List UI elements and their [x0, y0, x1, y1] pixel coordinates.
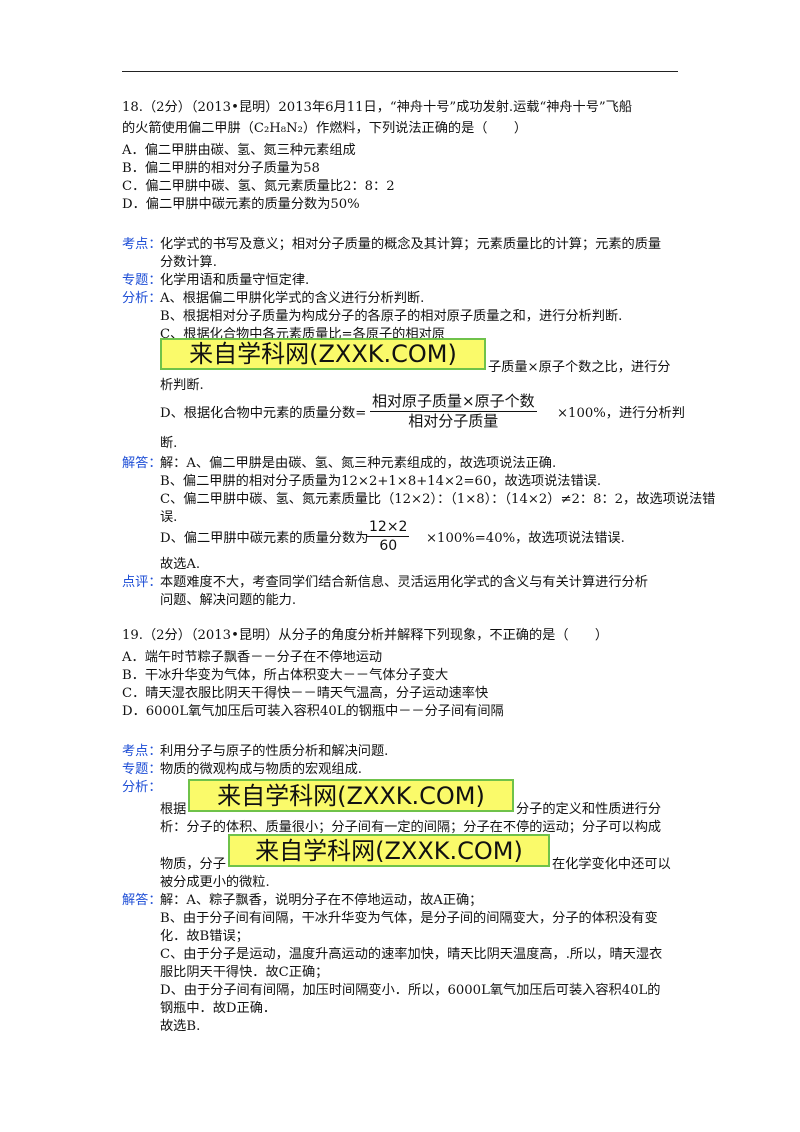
q18-fenxi-a: A、根据偏二甲肼化学式的含义进行分析判断. — [160, 291, 425, 306]
q18-fenxi-b: B、根据相对分子质量为构成分子的各原子的相对原子质量之和，进行分析判断. — [160, 309, 623, 324]
q19-jieda-c: C、由于分子是运动，温度升高运动的速率加快，晴天比阴天温度高，.所以，晴天湿衣 — [160, 947, 663, 962]
carbon-fraction-formula: 12×2 60 — [367, 518, 410, 555]
q19-option-b: B．干冰升华变为气体，所占体积变大－－气体分子变大 — [122, 668, 449, 683]
q19-stem: 19.（2分）（2013•昆明）从分子的角度分析并解释下列现象，不正确的是（ ） — [122, 628, 609, 643]
q19-fenxi-post3: 在化学变化中还可以 — [552, 857, 671, 872]
q19-jieda-d: D、由于分子间有间隔，加压时间隔变小．所以，6000L氧气加压后可装入容积40L… — [160, 983, 661, 998]
q19-fenxi-post1: 分子的定义和性质进行分 — [516, 802, 662, 817]
carbon-denominator: 60 — [379, 538, 398, 554]
q19-jieda-b-tail: 化．故B错误； — [160, 929, 249, 944]
q18-option-d: D．偏二甲肼中碳元素的质量分数为50% — [122, 197, 360, 212]
q19-jieda-label: 解答： — [122, 893, 162, 908]
q18-fenxi-label: 分析： — [122, 291, 162, 306]
q18-stem-line2: 的火箭使用偏二甲肼（C₂H₈N₂）作燃料，下列说法正确的是（ ） — [122, 121, 528, 136]
watermark-banner: 来自学科网(ZXXK.COM) — [228, 834, 550, 867]
q18-fenxi-c-tail2: 析判断. — [160, 378, 204, 393]
q19-fenxi-line2: 析：分子的体积、质量很小；分子间有一定的间隔；分子在不停的运动；分子可以构成 — [160, 820, 662, 835]
q19-jieda-d-tail: 钢瓶中．故D正确． — [160, 1001, 277, 1016]
q19-jieda-b: B、由于分子间有间隔，干冰升华变为气体，是分子间的间隔变大，分子的体积没有变 — [160, 911, 658, 926]
q18-kaodian-line2: 分数计算. — [160, 255, 217, 270]
q19-jieda-c-tail: 服比阴天干得快．故C正确； — [160, 965, 329, 980]
carbon-numerator: 12×2 — [367, 519, 410, 537]
q19-zhuanti-text: 物质的微观构成与物质的宏观组成. — [160, 762, 363, 777]
q19-fenxi-pre1: 根据 — [160, 802, 187, 817]
q18-kaodian-label: 考点： — [122, 237, 162, 252]
q18-zhuanti-label: 专题： — [122, 273, 162, 288]
q18-stem-line1: 18.（2分）（2013•昆明）2013年6月11日，“神舟十号”成功发射.运载… — [122, 100, 633, 115]
q18-fenxi-d-post: ×100%，进行分析判 — [557, 406, 685, 421]
q18-zhuanti-text: 化学用语和质量守恒定律. — [160, 273, 310, 288]
q18-dianping-line1: 本题难度不大，考查同学们结合新信息、灵活运用化学式的含义与有关计算进行分析 — [160, 575, 648, 590]
q19-answer: 故选B. — [160, 1019, 201, 1034]
q18-dianping-line2: 问题、解决问题的能力. — [160, 593, 297, 608]
q18-option-b: B．偏二甲肼的相对分子质量为58 — [122, 161, 320, 176]
q18-dianping-label: 点评： — [122, 575, 162, 590]
watermark-banner: 来自学科网(ZXXK.COM) — [160, 338, 486, 370]
q19-option-a: A．端午时节粽子飘香－－分子在不停地运动 — [122, 650, 383, 665]
q18-jieda-d-pre: D、偏二甲肼中碳元素的质量分数为 — [160, 531, 369, 546]
q19-jieda-a: 解：A、粽子飘香，说明分子在不停地运动，故A正确； — [160, 893, 483, 908]
q19-fenxi-label: 分析： — [122, 780, 162, 795]
q18-jieda-c-tail: 误. — [160, 510, 178, 525]
q18-fenxi-d-tail: 断. — [160, 436, 178, 451]
q19-kaodian-text: 利用分子与原子的性质分析和解决问题. — [160, 744, 389, 759]
q19-fenxi-line4: 被分成更小的微粒. — [160, 875, 270, 890]
q18-fenxi-d-pre: D、根据化合物中元素的质量分数= — [160, 406, 367, 421]
q18-jieda-b: B、偏二甲肼的相对分子质量为12×2+1×8+14×2=60，故选项说法错误. — [160, 474, 602, 489]
q18-jieda-c: C、偏二甲肼中碳、氢、氮元素质量比（12×2）：（1×8）：（14×2）≠2：8… — [160, 492, 716, 507]
header-rule — [122, 71, 678, 72]
q19-option-d: D．6000L氧气加压后可装入容积40L的钢瓶中－－分子间有间隔 — [122, 704, 504, 719]
formula-numerator: 相对原子质量×原子个数 — [370, 392, 537, 412]
mass-fraction-formula: 相对原子质量×原子个数 相对分子质量 — [370, 392, 537, 431]
q18-fenxi-c-tail: 子质量×原子个数之比，进行分 — [488, 360, 671, 375]
q18-answer: 故选A. — [160, 557, 201, 572]
q18-jieda-d-post: ×100%=40%，故选项说法错误. — [426, 531, 625, 546]
q19-kaodian-label: 考点： — [122, 744, 162, 759]
q19-option-c: C．晴天湿衣服比阴天干得快－－晴天气温高，分子运动速率快 — [122, 686, 489, 701]
q18-option-a: A．偏二甲肼由碳、氢、氮三种元素组成 — [122, 143, 356, 158]
q19-zhuanti-label: 专题： — [122, 762, 162, 777]
q19-fenxi-pre3: 物质，分子 — [160, 857, 226, 872]
q18-jieda-label: 解答： — [122, 456, 162, 471]
q18-option-c: C．偏二甲肼中碳、氢、氮元素质量比2：8：2 — [122, 179, 395, 194]
watermark-banner: 来自学科网(ZXXK.COM) — [188, 779, 514, 812]
q18-kaodian-line1: 化学式的书写及意义；相对分子质量的概念及其计算；元素质量比的计算；元素的质量 — [160, 237, 662, 252]
q18-jieda-a: 解：A、偏二甲肼是由碳、氢、氮三种元素组成的，故选项说法正确. — [160, 456, 557, 471]
formula-denominator: 相对分子质量 — [408, 412, 499, 430]
